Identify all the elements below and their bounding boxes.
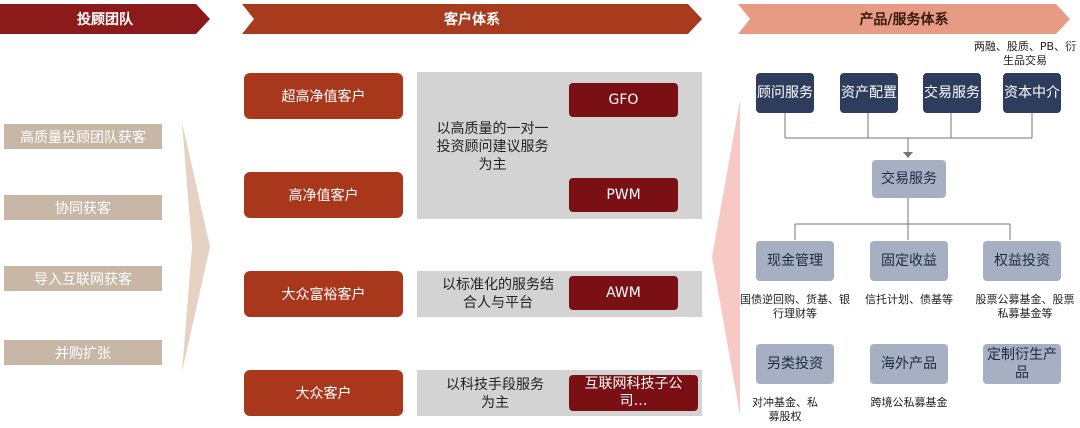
note-fixed-income: 信托计划、债基等	[865, 293, 953, 306]
service-mode-standardized: 以标准化的服务结合人与平台	[442, 277, 554, 311]
service-capital-intermediary: 资本中介	[1003, 73, 1061, 113]
note-alternative-investment: 对冲基金、私募股权	[752, 396, 818, 423]
header-advisor-team: 投顾团队	[0, 4, 210, 34]
acquisition-item-internet: 导入互联网获客	[4, 266, 162, 291]
service-asset-allocation: 资产配置	[840, 73, 898, 113]
capital-intermediary-note: 两融、股质、PB、衍生品交易	[973, 40, 1077, 67]
service-trading: 交易服务	[923, 73, 981, 113]
product-custom-derivatives: 定制衍生产品	[983, 344, 1061, 384]
acquisition-item-mna: 并购扩张	[4, 340, 162, 365]
acquisition-item-synergy: 协同获客	[4, 195, 162, 220]
channel-gfo: GFO	[569, 83, 678, 117]
flow-arrow-right	[712, 100, 740, 415]
customer-tier-high-net-worth: 高净值客户	[244, 172, 403, 218]
channel-pwm: PWM	[569, 178, 678, 212]
acquisition-item-quality-team: 高质量投顾团队获客	[4, 124, 162, 149]
note-overseas: 跨境公私募基金	[870, 396, 948, 409]
product-overseas: 海外产品	[870, 344, 948, 384]
service-advisory: 顾问服务	[756, 73, 814, 113]
connector-lines	[784, 112, 1033, 240]
center-trading-service: 交易服务	[872, 160, 946, 198]
product-equity-investment: 权益投资	[983, 241, 1061, 281]
service-mode-technology: 以科技手段服务为主	[446, 377, 544, 411]
customer-tier-mass: 大众客户	[244, 370, 403, 416]
product-fixed-income: 固定收益	[870, 241, 948, 281]
note-equity-investment: 股票公募基金、股票私募基金等	[975, 293, 1075, 320]
customer-tier-mass-affluent: 大众富裕客户	[244, 271, 403, 317]
service-mode-one-on-one: 以高质量的一对一投资顾问建议服务为主	[436, 121, 549, 173]
product-cash-management: 现金管理	[756, 241, 834, 281]
header-product-service-system: 产品/服务体系	[738, 4, 1070, 34]
channel-awm: AWM	[569, 276, 678, 310]
customer-tier-ultra-high-net-worth: 超高净值客户	[244, 73, 403, 119]
header-customer-system: 客户体系	[242, 4, 702, 34]
flow-arrow-left	[182, 122, 210, 372]
note-cash-management: 国债逆回购、货基、银行理财等	[740, 293, 850, 320]
channel-internet-subsidiary: 互联网科技子公司…	[569, 375, 698, 411]
product-alternative-investment: 另类投资	[756, 344, 834, 384]
